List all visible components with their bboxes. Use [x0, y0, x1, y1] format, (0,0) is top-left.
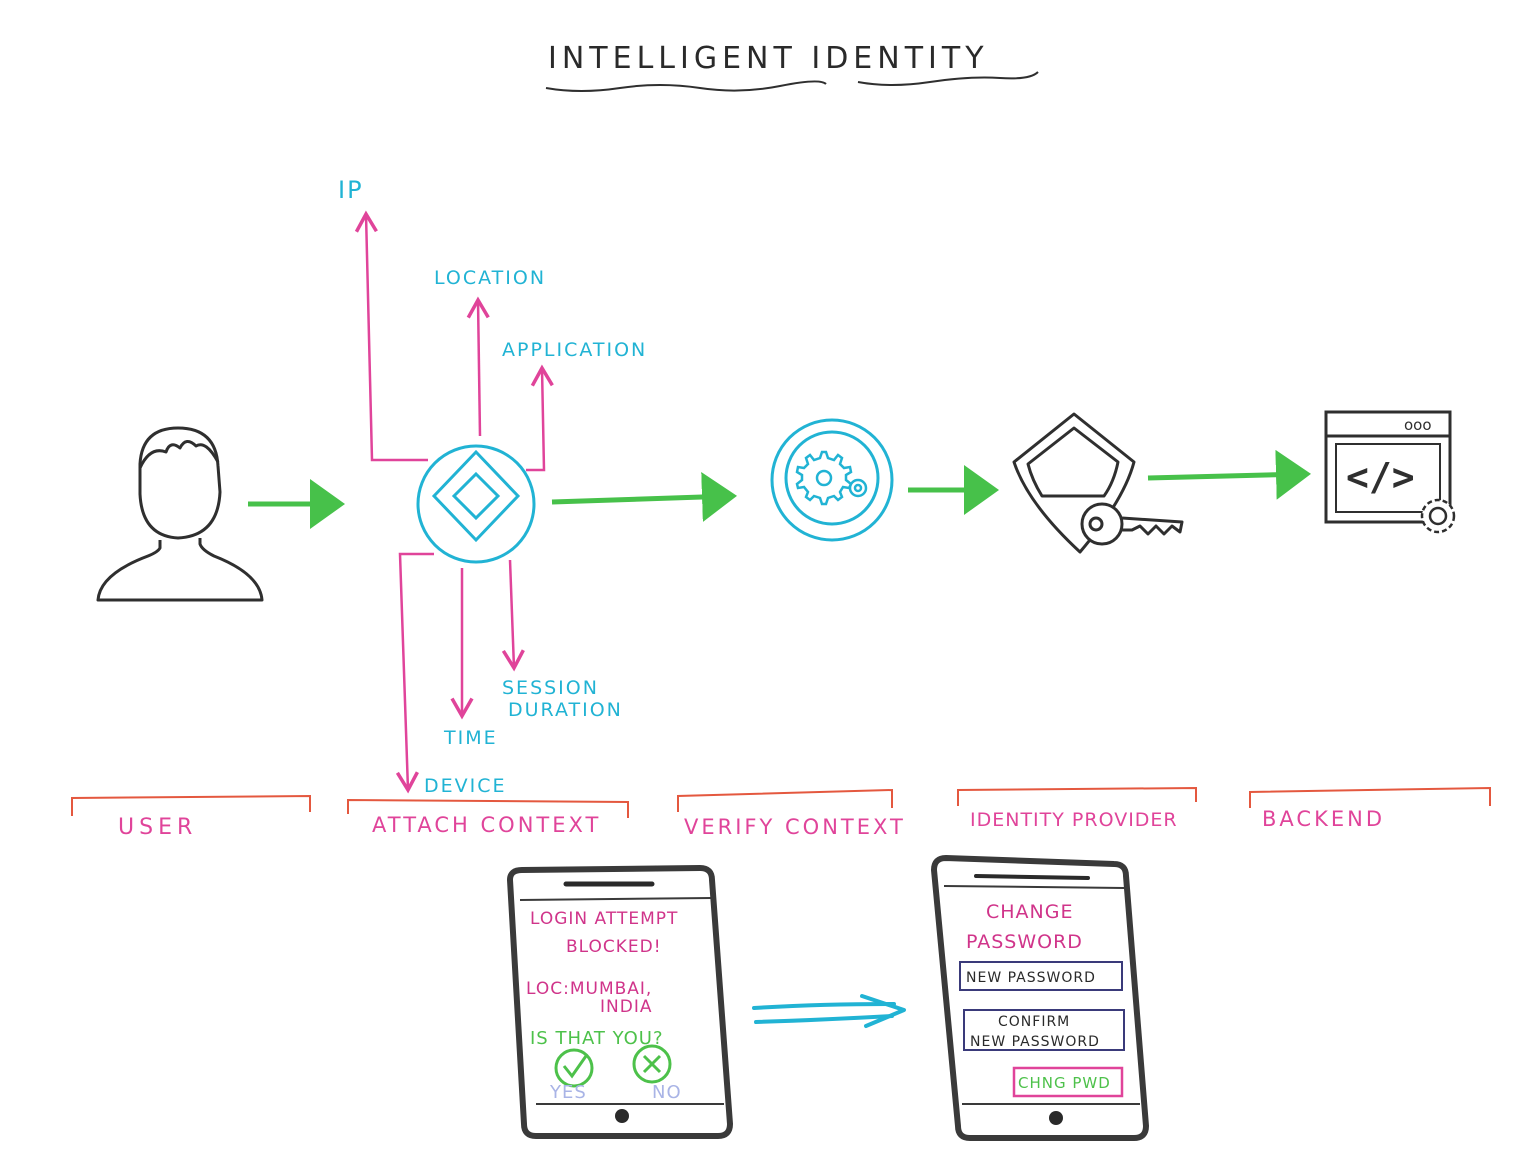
swimlanes [71, 786, 1491, 818]
confirm-password-line1: CONFIRM [998, 1014, 1070, 1030]
change-password-line2: PASSWORD [966, 931, 1083, 953]
new-password-placeholder: NEW PASSWORD [966, 970, 1096, 986]
no-label[interactable]: NO [652, 1082, 682, 1103]
no-cross-icon[interactable] [632, 1044, 672, 1084]
page-title: INTELLIGENT IDENTITY [548, 41, 989, 76]
title-underline-left [545, 80, 827, 92]
code-icon: </> [1346, 455, 1415, 499]
phone-change-password: CHANGE PASSWORD NEW PASSWORD CONFIRM NEW… [930, 854, 1150, 1141]
yes-check-icon[interactable] [554, 1048, 594, 1088]
person-icon [96, 426, 264, 602]
context-arrow-application [526, 364, 554, 472]
gear-icon [795, 450, 868, 506]
context-arrow-device [395, 552, 434, 794]
context-arrow-ip [354, 210, 428, 462]
lane-bracket-idp [957, 786, 1197, 806]
phone-speaker [974, 874, 1090, 880]
context-label-ip: IP [338, 176, 364, 204]
lane-bracket-user [71, 794, 311, 816]
double-arrow-icon [752, 994, 906, 1028]
code-window-gear-icon: ooo </> [1324, 410, 1456, 534]
change-password-button[interactable] [1012, 1066, 1124, 1098]
diamond-circle-icon [416, 444, 536, 564]
context-label-duration: DURATION [508, 699, 623, 721]
gears-circle-icon [770, 418, 894, 542]
context-labels: IP LOCATION APPLICATION SESSION DURATION… [338, 176, 647, 797]
lane-bracket-attach [347, 798, 629, 818]
context-arrow-session [501, 559, 525, 672]
window-dots: ooo [1404, 416, 1432, 434]
new-password-field[interactable] [959, 961, 1123, 991]
flow-arrow-attach-to-verify [551, 472, 737, 522]
flow-arrows [248, 449, 1311, 529]
lane-label-verify-context: VERIFY CONTEXT [684, 815, 906, 839]
lane-bracket-backend [1249, 786, 1491, 808]
title-group: INTELLIGENT IDENTITY [545, 41, 1039, 92]
blocked-location-line1: LOC:MUMBAI, [526, 979, 652, 999]
phone-home-button [615, 1109, 629, 1123]
lane-bracket-verify [677, 788, 893, 812]
lane-label-attach-context: ATTACH CONTEXT [372, 813, 601, 837]
lane-labels: USER ATTACH CONTEXT VERIFY CONTEXT IDENT… [118, 807, 1385, 840]
blocked-question: IS THAT YOU? [530, 1028, 664, 1049]
lane-label-identity-provider: IDENTITY PROVIDER [970, 809, 1178, 831]
context-label-location: LOCATION [434, 267, 546, 289]
context-label-session: SESSION [502, 677, 599, 699]
context-label-time: TIME [443, 727, 498, 749]
gear-icon [1420, 498, 1456, 534]
blocked-line1: LOGIN ATTEMPT [530, 909, 678, 929]
context-arrows [354, 210, 554, 794]
blocked-line2: BLOCKED! [566, 937, 662, 957]
confirm-password-field[interactable] [963, 1009, 1125, 1051]
shield-key-icon [1012, 412, 1184, 554]
lane-label-backend: BACKEND [1262, 807, 1385, 831]
change-password-button-label: CHNG PWD [1018, 1074, 1111, 1092]
yes-label[interactable]: YES [549, 1082, 587, 1103]
phone-login-blocked: LOGIN ATTEMPT BLOCKED! LOC:MUMBAI, INDIA… [506, 864, 734, 1139]
lane-label-user: USER [118, 815, 197, 840]
context-arrow-location [466, 296, 490, 437]
flow-arrow-idp-to-backend [1147, 449, 1311, 500]
change-password-line1: CHANGE [986, 901, 1074, 923]
confirm-password-line2: NEW PASSWORD [970, 1034, 1100, 1050]
title-underline-right [857, 71, 1039, 86]
context-label-application: APPLICATION [502, 339, 647, 361]
context-label-device: DEVICE [424, 775, 507, 797]
phone-home-button [1049, 1111, 1063, 1125]
blocked-location-line2: INDIA [600, 997, 652, 1017]
